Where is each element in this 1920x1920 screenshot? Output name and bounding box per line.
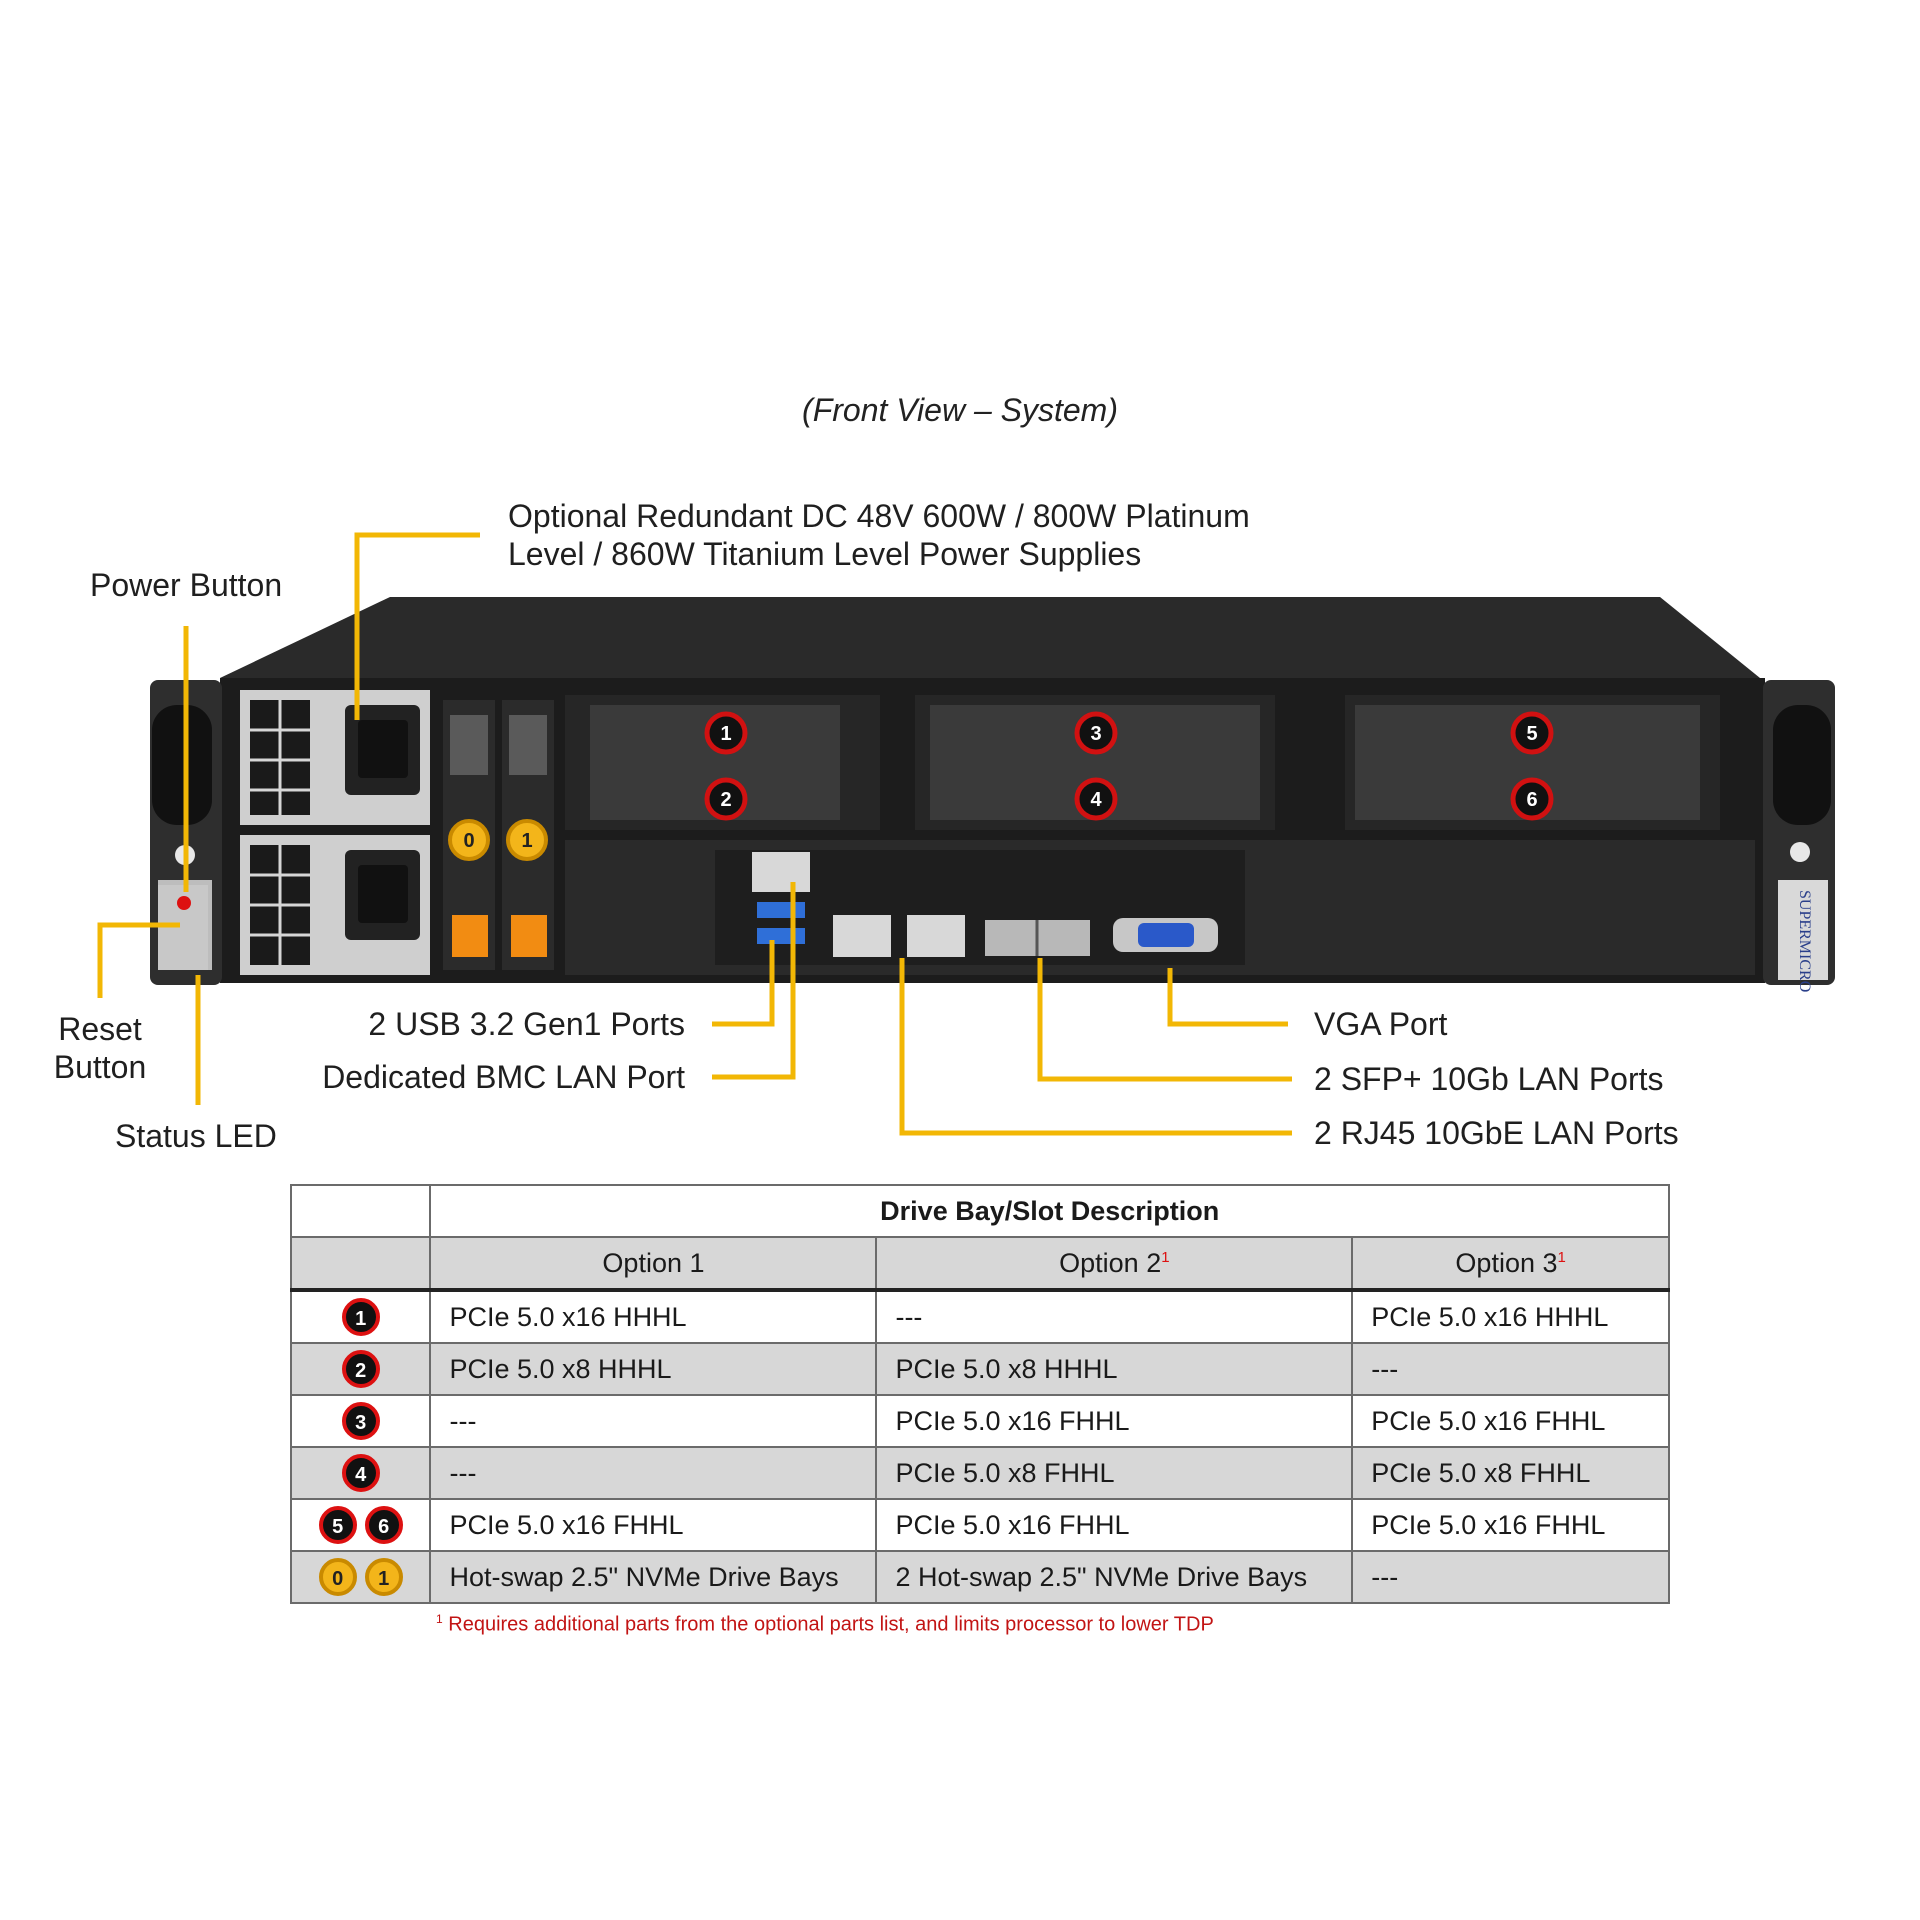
chassis-slot-badge-3: 3: [1074, 711, 1118, 755]
right-rack-ear: [1763, 680, 1835, 985]
option-3-cell: PCIe 5.0 x8 FHHL: [1351, 1446, 1670, 1500]
vga-callout-text: VGA Port: [1314, 1006, 1448, 1042]
bay-badge-1: 1: [364, 1558, 403, 1596]
option-1-cell: Hot-swap 2.5" NVMe Drive Bays: [429, 1550, 878, 1604]
row-badge-cell: 2: [289, 1342, 432, 1396]
bmc-lan-port: [752, 852, 810, 892]
header-option-1: Option 1: [429, 1236, 878, 1292]
vga-callout-line: [1167, 968, 1288, 1027]
slot-badge-5: 5: [318, 1506, 357, 1544]
option-1-cell: PCIe 5.0 x8 HHHL: [429, 1342, 878, 1396]
chassis-bay-badge-1: 1: [506, 819, 548, 861]
slot-badges: 1 2 3 4 5 6 0 1: [448, 711, 1554, 861]
option-2-cell: PCIe 5.0 x8 FHHL: [875, 1446, 1354, 1500]
svg-text:5: 5: [1526, 723, 1537, 745]
chassis-slot-badge-2: 2: [704, 777, 748, 821]
sfp-callout-line: [1037, 958, 1292, 1082]
svg-text:3: 3: [1090, 723, 1101, 745]
header-option-2: Option 21: [875, 1236, 1354, 1292]
sfp-callout-text: 2 SFP+ 10Gb LAN Ports: [1314, 1061, 1664, 1097]
table-footnote: 1 Requires additional parts from the opt…: [436, 1612, 1214, 1636]
chassis-slot-badge-6: 6: [1510, 777, 1554, 821]
option-3-cell: PCIe 5.0 x16 FHHL: [1351, 1394, 1670, 1448]
status-led-callout-text: Status LED: [115, 1118, 277, 1154]
chassis-slot-badge-1: 1: [704, 711, 748, 755]
table-title-row: Drive Bay/Slot Description: [289, 1184, 1670, 1238]
rj45-callout-text: 2 RJ45 10GbE LAN Ports: [1314, 1115, 1679, 1151]
option-2-cell: PCIe 5.0 x8 HHHL: [875, 1342, 1354, 1396]
psu-callout-text: Optional Redundant DC 48V 600W / 800W Pl…: [508, 498, 1250, 572]
svg-text:4: 4: [1090, 789, 1102, 811]
callout-lines: [97, 532, 1292, 1136]
option-2-cell: 2 Hot-swap 2.5" NVMe Drive Bays: [875, 1550, 1354, 1604]
table-row: 1 PCIe 5.0 x16 HHHL---PCIe 5.0 x16 HHHL: [289, 1289, 1670, 1344]
slot-badge-2: 2: [341, 1350, 380, 1388]
reset-button-callout-text: Reset Button: [53, 1011, 147, 1085]
slot-badge-3: 3: [341, 1402, 380, 1440]
row-badge-cell: 3: [289, 1394, 432, 1448]
bmc-callout-line: [712, 882, 796, 1080]
svg-text:1: 1: [720, 723, 731, 745]
svg-text:0: 0: [463, 830, 474, 852]
option-3-cell: ---: [1351, 1342, 1670, 1396]
table-header-row: Option 1 Option 21 Option 31: [289, 1236, 1670, 1292]
slot-badge-6: 6: [364, 1506, 403, 1544]
row-badge-cell: 4: [289, 1446, 432, 1500]
option-3-cell: PCIe 5.0 x16 FHHL: [1351, 1498, 1670, 1552]
chassis-slot-badge-4: 4: [1074, 777, 1118, 821]
option-1-cell: ---: [429, 1394, 878, 1448]
sfp-lan-ports: [985, 920, 1090, 956]
chassis-bay-badge-0: 0: [448, 819, 490, 861]
option-2-cell: PCIe 5.0 x16 FHHL: [875, 1498, 1354, 1552]
option-1-cell: PCIe 5.0 x16 HHHL: [429, 1289, 878, 1344]
header-option-3: Option 31: [1351, 1236, 1670, 1292]
option-1-cell: PCIe 5.0 x16 FHHL: [429, 1498, 878, 1552]
option-1-cell: ---: [429, 1446, 878, 1500]
option-2-cell: ---: [875, 1289, 1354, 1344]
psu-callout-line: [354, 532, 480, 720]
rj45-lan-ports: [833, 915, 965, 957]
row-badge-cell: 1: [289, 1289, 432, 1344]
front-view-caption: (Front View – System): [802, 392, 1118, 428]
bay-badge-0: 0: [318, 1558, 357, 1596]
reset-button-callout-line: [97, 922, 180, 998]
power-button-callout-text: Power Button: [90, 567, 283, 603]
svg-text:2: 2: [720, 789, 731, 811]
drive-bay-slot-table: Drive Bay/Slot Description Option 1 Opti…: [289, 1184, 1670, 1604]
bmc-callout-text: Dedicated BMC LAN Port: [322, 1059, 685, 1095]
usb-callout-text: 2 USB 3.2 Gen1 Ports: [368, 1006, 685, 1042]
brand-mark: SUPERMICRO: [1796, 890, 1813, 992]
usb-callout-line: [712, 940, 775, 1027]
svg-text:6: 6: [1526, 789, 1537, 811]
power-supply-1: [240, 690, 430, 825]
slot-badge-4: 4: [341, 1454, 380, 1492]
option-3-cell: ---: [1351, 1550, 1670, 1604]
svg-text:1: 1: [521, 830, 532, 852]
power-button: [177, 896, 191, 910]
slot-badge-1: 1: [341, 1298, 380, 1336]
chassis-top: [220, 597, 1760, 678]
option-2-cell: PCIe 5.0 x16 FHHL: [875, 1394, 1354, 1448]
chassis-slot-badge-5: 5: [1510, 711, 1554, 755]
power-supply-2: [240, 835, 430, 975]
rj45-callout-line: [899, 958, 1292, 1136]
option-3-cell: PCIe 5.0 x16 HHHL: [1351, 1289, 1670, 1344]
table-title: Drive Bay/Slot Description: [429, 1184, 1670, 1238]
